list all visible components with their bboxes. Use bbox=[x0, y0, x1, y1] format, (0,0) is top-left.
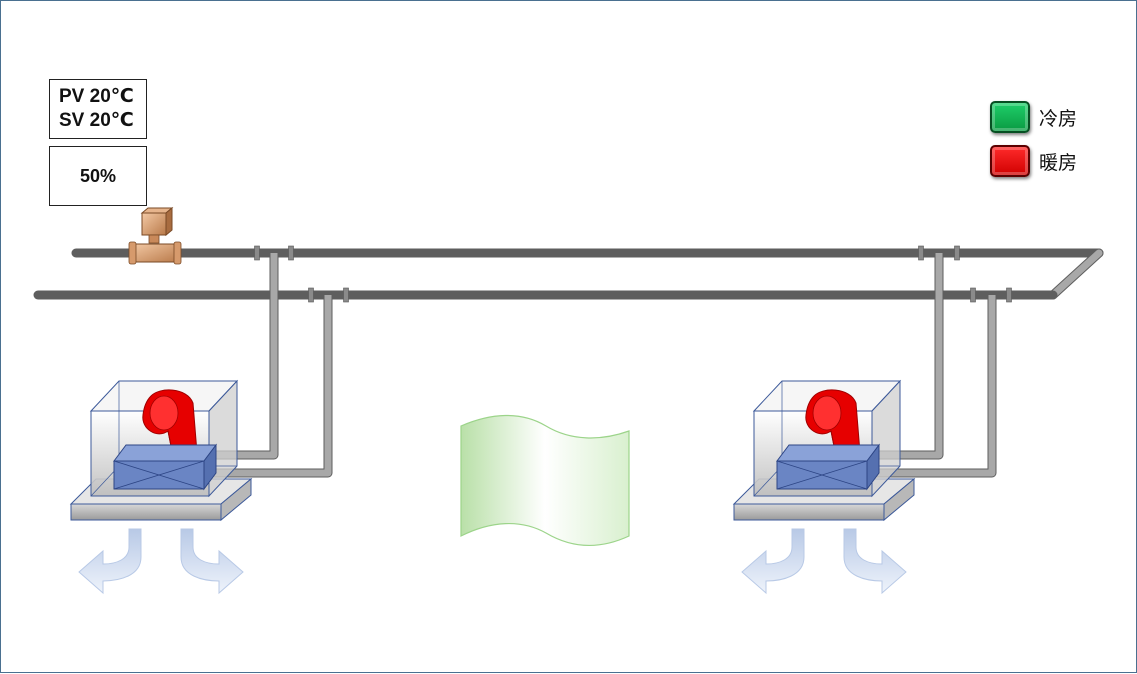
coil-icon bbox=[776, 443, 880, 491]
supply-pipe bbox=[71, 248, 1104, 300]
cooling-indicator-button[interactable] bbox=[990, 101, 1030, 133]
temperature-readout: PV 20℃ SV 20℃ bbox=[49, 79, 147, 139]
heating-indicator-button[interactable] bbox=[990, 145, 1030, 177]
legend-heating[interactable]: 暖房 bbox=[990, 145, 1077, 177]
coil-icon bbox=[113, 443, 217, 491]
airflow-arrow-icon bbox=[741, 528, 907, 595]
control-valve-icon[interactable] bbox=[128, 206, 182, 265]
pv-value: PV 20℃ bbox=[59, 86, 134, 107]
valve-opening-readout: 50% bbox=[49, 146, 147, 206]
cooling-label: 冷房 bbox=[1039, 107, 1078, 130]
airflow-arrow-icon bbox=[78, 528, 244, 595]
heating-label: 暖房 bbox=[1039, 151, 1078, 174]
indoor-unit-left[interactable] bbox=[69, 379, 253, 595]
legend-cooling[interactable]: 冷房 bbox=[990, 101, 1077, 133]
indoor-unit-right[interactable] bbox=[732, 379, 916, 595]
storage-tank-icon bbox=[460, 414, 630, 546]
valve-opening-value: 50% bbox=[79, 165, 117, 186]
sv-value: SV 20℃ bbox=[59, 110, 134, 131]
fan-icon bbox=[805, 389, 861, 457]
fan-icon bbox=[142, 389, 198, 457]
